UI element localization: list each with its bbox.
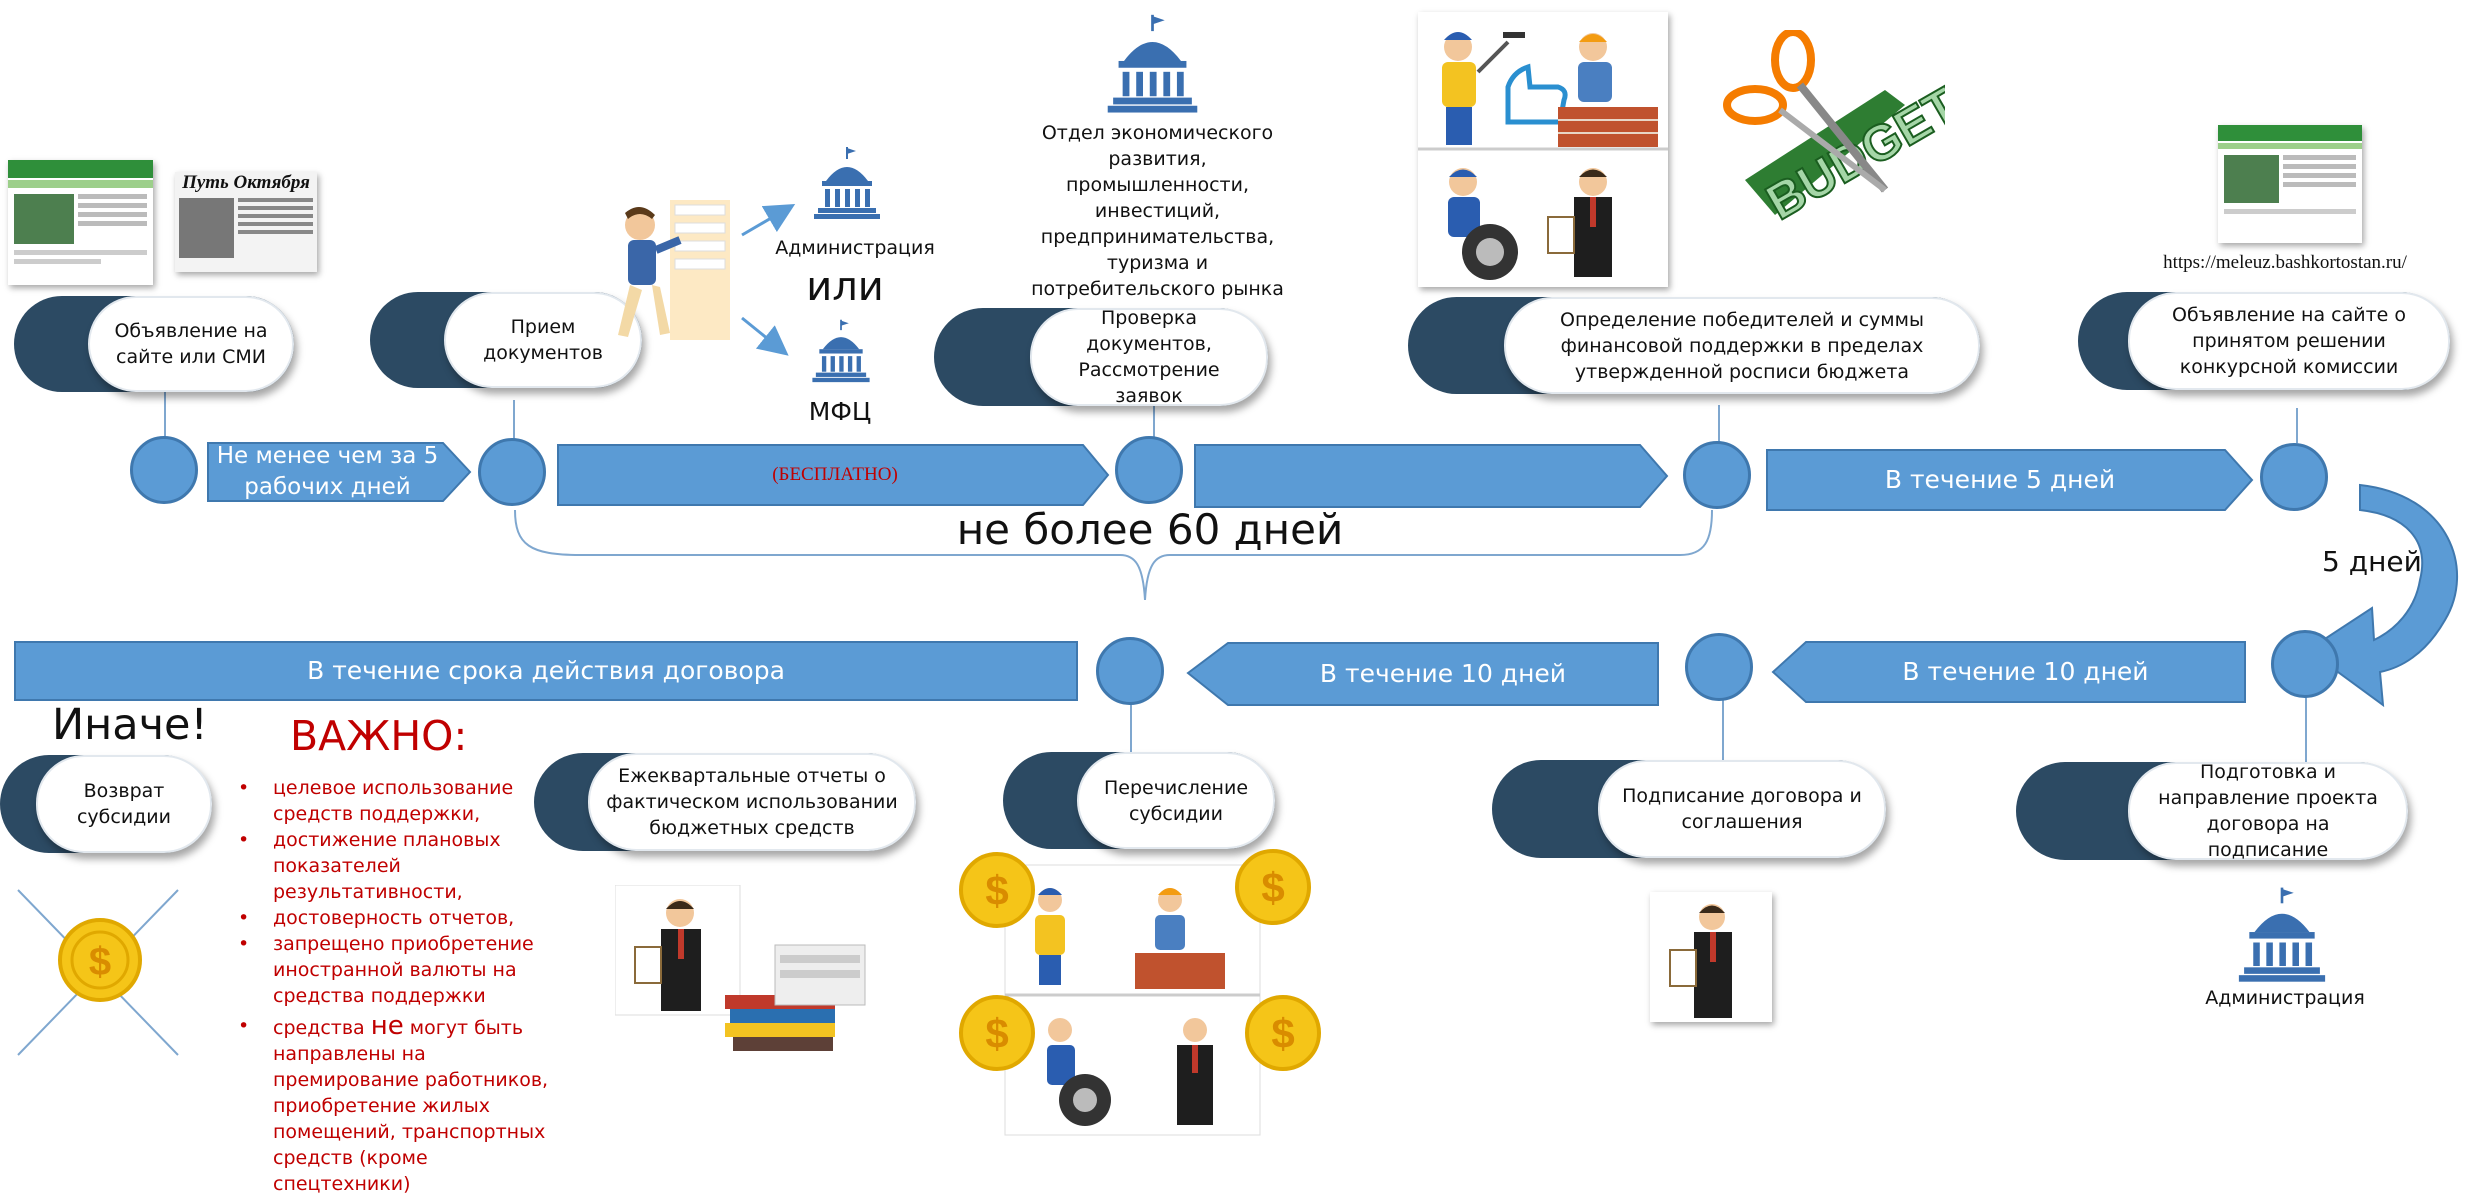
arrow-label-5days: 5 дней xyxy=(2322,545,2422,578)
milestone-circle xyxy=(130,436,198,504)
step-announcement-label: Объявление на сайте или СМИ xyxy=(88,296,294,392)
administration-building-icon xyxy=(814,147,880,219)
website-screenshot-right-image xyxy=(2218,125,2362,243)
site-url: https://meleuz.bashkortostan.ru/ xyxy=(2163,252,2407,273)
mfc-building-icon xyxy=(812,319,870,383)
step-preparation-label: Подготовка и направление проекта договор… xyxy=(2128,761,2408,861)
or-label: или xyxy=(806,264,884,310)
step-reports: Ежеквартальные отчеты о фактическом испо… xyxy=(534,753,916,851)
milestone-circle xyxy=(1096,637,1164,705)
subsidy-collage-image: $ $ $ $ xyxy=(955,845,1335,1139)
important-last-emph: не xyxy=(370,1011,404,1041)
brace-60days xyxy=(514,509,1713,601)
svg-text:$: $ xyxy=(985,1010,1008,1057)
arrow-curve-5days xyxy=(2306,483,2459,708)
diagram-canvas xyxy=(14,203,2459,1056)
workers-collage-image xyxy=(1418,12,1668,287)
important-last-before: средства xyxy=(273,1017,371,1039)
crossed-coin-icon: $ xyxy=(58,918,142,1002)
coin-icon: $ xyxy=(959,852,1035,928)
step-winners: Определение победителей и суммы финансов… xyxy=(1408,297,1980,394)
arrow-to-mfc xyxy=(741,316,789,356)
svg-text:$: $ xyxy=(89,940,111,984)
arrow-to-admin xyxy=(741,203,796,237)
milestone-circle xyxy=(1683,441,1751,509)
step-transfer: Перечисление субсидии xyxy=(1003,752,1275,849)
arrow-min5 xyxy=(207,442,472,502)
step-publish: Объявление на сайте о принятом решении к… xyxy=(2078,292,2450,390)
businessman-clipboard-image xyxy=(1650,892,1772,1022)
milestone-circle xyxy=(1115,436,1183,504)
important-item: целевое использование средств поддержки, xyxy=(230,775,570,827)
connector-line xyxy=(1153,402,1155,438)
connector-line xyxy=(1718,405,1720,443)
otherwise-heading: Иначе! xyxy=(52,700,208,750)
arrow-label-within5: В течение 5 дней xyxy=(1884,465,2116,494)
connector-line xyxy=(513,400,515,442)
step-signing-label: Подписание договора и соглашения xyxy=(1598,760,1886,858)
arrow-label-min5: Не менее чем за 5 рабочих дней xyxy=(216,443,439,500)
milestone-circle xyxy=(1685,633,1753,701)
administration-bottom-label: Администрация xyxy=(2205,987,2365,1009)
important-item: достижение плановых показателей результа… xyxy=(230,827,570,905)
coin-icon: $ xyxy=(959,995,1035,1071)
connector-line xyxy=(2305,695,2307,765)
arrow-checking-winners xyxy=(1194,444,1669,508)
svg-text:$: $ xyxy=(1271,1010,1294,1057)
connector-line xyxy=(1130,703,1132,759)
coin-icon: $ xyxy=(1235,849,1311,925)
businessman-documents-image xyxy=(615,885,875,1065)
step-checking: Проверка документов, Рассмотрение заявок xyxy=(934,307,1268,407)
step-reports-label: Ежеквартальные отчеты о фактическом испо… xyxy=(588,753,916,851)
mfc-label: МФЦ xyxy=(808,397,872,426)
newspaper-image: Путь Октября xyxy=(175,172,317,272)
step-publish-label: Объявление на сайте о принятом решении к… xyxy=(2128,292,2450,390)
step-winners-label: Определение победителей и суммы финансов… xyxy=(1504,297,1980,394)
milestone-circle xyxy=(478,438,546,506)
step-transfer-label: Перечисление субсидии xyxy=(1077,752,1275,849)
arrow-within10b xyxy=(1771,641,2246,703)
important-heading: ВАЖНО: xyxy=(290,712,468,760)
administration-label: Администрация xyxy=(775,237,935,259)
arrow-label-within10b: В течение 10 дней xyxy=(1902,657,2149,686)
connector-line xyxy=(2296,408,2298,443)
important-last-after: могут быть направлены на премирование ра… xyxy=(273,1017,549,1195)
coin-icon: $ xyxy=(1245,995,1321,1071)
step-refund-label: Возврат субсидии xyxy=(36,755,212,853)
important-list: целевое использование средств поддержки,… xyxy=(230,775,570,1197)
step-reception-label: Прием документов xyxy=(444,292,642,388)
newspaper-title: Путь Октября xyxy=(182,172,310,193)
arrow-label-contract-term: В течение срока действия договора xyxy=(307,656,785,685)
arrow-within5 xyxy=(1766,449,2254,511)
administration-bottom-building-icon xyxy=(2238,887,2326,982)
important-item: достоверность отчетов, xyxy=(230,905,570,931)
arrow-label-within10a: В течение 10 дней xyxy=(1319,659,1567,688)
important-item-last: средства не могут быть направлены на пре… xyxy=(230,1013,570,1197)
step-refund: Возврат субсидии xyxy=(0,755,212,853)
department-label: Отдел экономического развития, промышлен… xyxy=(1031,122,1284,300)
milestone-circle xyxy=(2260,443,2328,511)
arrow-contract-term xyxy=(14,641,1078,701)
milestone-circle xyxy=(2271,630,2339,698)
arrow-free xyxy=(557,444,1110,506)
courier-papers-icon xyxy=(618,200,730,340)
step-checking-label: Проверка документов, Рассмотрение заявок xyxy=(1030,307,1268,407)
step-reception: Прием документов xyxy=(370,292,642,388)
arrow-label-free: (БЕСПЛАТНО) xyxy=(772,464,898,485)
svg-text:$: $ xyxy=(985,867,1008,914)
arrow-within10a xyxy=(1186,642,1659,706)
budget-scissors-icon: BUDGET xyxy=(1723,30,1945,232)
brace-label-60days: не более 60 дней xyxy=(956,505,1344,554)
important-item: запрещено приобретение иностранной валют… xyxy=(230,931,570,1009)
step-announcement: Объявление на сайте или СМИ xyxy=(14,296,294,392)
step-signing: Подписание договора и соглашения xyxy=(1492,760,1886,858)
svg-text:$: $ xyxy=(1261,864,1284,911)
website-screenshot-image xyxy=(8,160,153,285)
department-building-icon xyxy=(1107,14,1198,113)
step-preparation: Подготовка и направление проекта договор… xyxy=(2016,761,2408,861)
connector-line xyxy=(1722,697,1724,762)
connector-line xyxy=(164,392,166,442)
